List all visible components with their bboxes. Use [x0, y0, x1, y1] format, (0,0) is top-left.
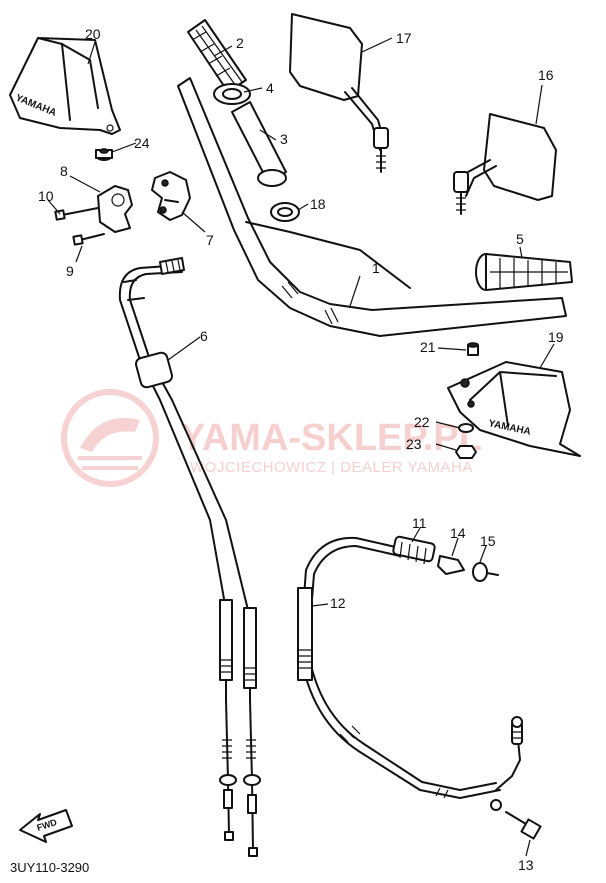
callout-18: 18	[310, 196, 326, 212]
watermark: YAMA-SKLEP.PL WOJCIECHOWICZ | DEALER YAM…	[61, 389, 482, 487]
part-24-nut	[95, 148, 113, 161]
part-17-left-mirror	[289, 13, 389, 173]
callout-19: 19	[548, 329, 564, 345]
callout-13: 13	[518, 857, 534, 873]
watermark-subtitle: WOJCIECHOWICZ | DEALER YAMAHA	[190, 459, 473, 476]
callout-23: 23	[406, 436, 422, 452]
callout-numbers: 20 2 4 3 17 16 24 8 10 9 7 18 5 1 6 19 2…	[38, 26, 564, 873]
fwd-arrow: FWD	[19, 809, 73, 843]
part-22-washer	[458, 423, 474, 433]
callout-8: 8	[60, 163, 68, 179]
part-15-adjuster-bolt	[472, 562, 499, 582]
watermark-logo	[61, 389, 159, 487]
part-23-nut	[455, 445, 477, 459]
callout-4: 4	[266, 80, 274, 96]
part-18-spacer	[270, 202, 300, 222]
part-16-right-mirror	[453, 113, 557, 215]
part-19-right-hand-guard: YAMAHA	[447, 361, 581, 457]
callout-3: 3	[280, 131, 288, 147]
callout-6: 6	[200, 328, 208, 344]
part-8-left-lever-bracket	[97, 185, 133, 233]
callout-2: 2	[236, 35, 244, 51]
part-9-screw	[72, 233, 105, 246]
callout-1: 1	[372, 260, 380, 276]
part-13-bolt	[505, 811, 542, 840]
part-1-handlebar	[177, 77, 567, 337]
diagram-code: 3UY110-3290	[10, 860, 89, 875]
part-21-bolt	[467, 342, 479, 356]
callout-5: 5	[516, 231, 524, 247]
callout-20: 20	[85, 26, 101, 42]
leader-lines	[47, 37, 555, 857]
callout-21: 21	[420, 339, 436, 355]
part-2-left-grip	[187, 19, 247, 93]
callout-22: 22	[414, 414, 430, 430]
part-3-throttle-tube	[231, 101, 287, 187]
part-10-screw	[54, 207, 99, 221]
callout-11: 11	[412, 515, 427, 531]
callout-16: 16	[538, 67, 554, 83]
part-14-locknut	[437, 555, 465, 575]
part-5-right-grip	[475, 253, 573, 291]
part-4-collar	[213, 83, 251, 105]
watermark-title: YAMA-SKLEP.PL	[180, 417, 482, 459]
part-20-left-hand-guard: YAMAHA	[9, 37, 121, 135]
part-7-throttle-holder	[151, 171, 191, 221]
callout-24: 24	[134, 135, 150, 151]
callout-12: 12	[330, 595, 346, 611]
callout-15: 15	[480, 533, 496, 549]
callout-17: 17	[396, 30, 412, 46]
part-6-throttle-cables	[118, 257, 261, 857]
part-11-cable-adjuster	[392, 535, 436, 565]
callout-9: 9	[66, 263, 74, 279]
part-12-clutch-cable	[297, 536, 523, 811]
callout-10: 10	[38, 188, 54, 204]
callout-7: 7	[206, 232, 214, 248]
callout-14: 14	[450, 525, 466, 541]
